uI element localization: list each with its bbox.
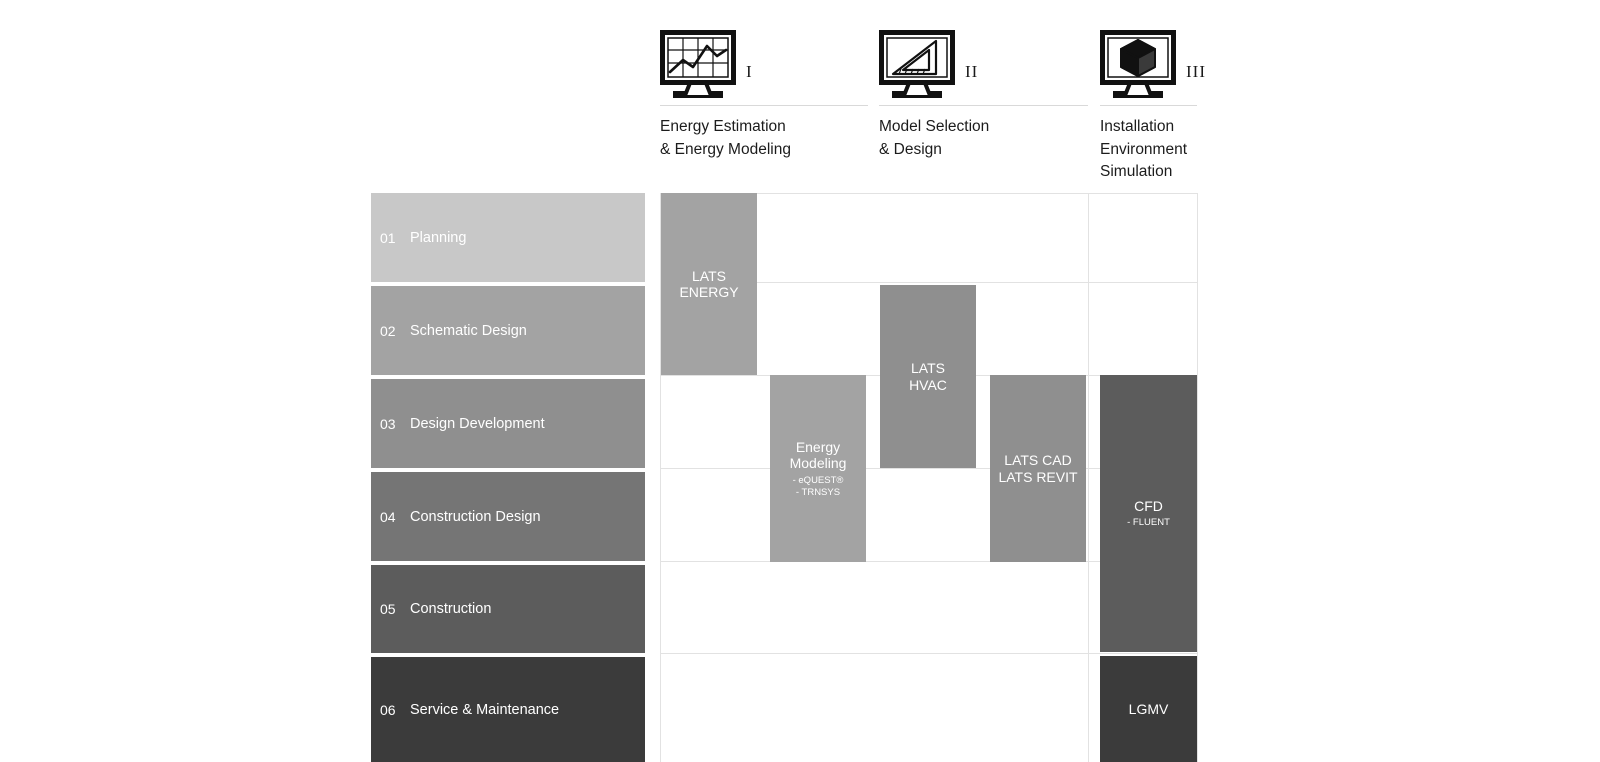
phase-number: 03 [380,415,396,432]
phase-row-04[interactable]: 04 Construction Design [371,472,645,561]
grid-horizontal-line [660,468,1197,469]
phase-number: 01 [380,229,396,246]
tool-block-title: LGMV [1128,700,1169,717]
phase-name: Planning [410,229,467,246]
monitor-chart-icon [660,30,736,98]
tool-block-title: Energy Modeling [789,438,847,472]
header-column-1: I [660,28,753,98]
phase-row-05[interactable]: 05 Construction [371,565,645,653]
header-roman-numeral: II [965,62,979,81]
header-column-label: Energy Estimation & Energy Modeling [660,118,791,158]
header-divider-rule [660,105,868,106]
grid-vertical-line [1088,193,1089,762]
header-icon-row: III [1100,28,1206,98]
tool-block-cfd[interactable]: CFD - FLUENT [1100,375,1197,652]
tool-block-lgmv[interactable]: LGMV [1100,656,1197,762]
grid-horizontal-line [660,193,1197,194]
tool-block-title: CFD [1134,497,1163,514]
phase-row-06[interactable]: 06 Service & Maintenance [371,657,645,762]
tool-block-lats-hvac[interactable]: LATS HVAC [880,285,976,468]
phase-number: 02 [380,322,396,339]
tool-block-subtitle: - eQUEST® - TRNSYS [792,474,844,498]
header-divider-rule [1100,105,1197,106]
header-column-label: Installation Environment Simulation [1100,118,1188,180]
phase-row-02[interactable]: 02 Schematic Design [371,286,645,375]
phase-name: Service & Maintenance [410,701,560,718]
tool-block-title: LATS CAD LATS REVIT [998,452,1078,485]
phase-number: 05 [380,601,396,617]
header-icon-row: I [660,28,753,98]
phase-name: Construction [410,601,492,617]
grid-horizontal-line [660,561,1197,562]
phase-number: 04 [380,508,396,525]
phase-number: 06 [380,701,396,718]
tool-block-energy-modeling[interactable]: Energy Modeling- eQUEST® - TRNSYS [770,375,866,562]
phase-name: Schematic Design [410,322,527,339]
grid-horizontal-line [660,653,1197,654]
grid-horizontal-line [660,282,1197,283]
tool-block-subtitle: - FLUENT [1127,517,1170,529]
header-roman-numeral: III [1186,62,1206,81]
tool-block-lats-energy[interactable]: LATS ENERGY [661,193,757,375]
header-icon-row: II [879,28,978,98]
phase-row-01[interactable]: 01 Planning [371,193,645,282]
grid-vertical-line [1197,193,1198,762]
tool-block-title: LATS HVAC [909,360,947,393]
phase-name: Construction Design [410,508,541,525]
monitor-triangle-ruler-icon [879,30,955,98]
tool-block-lats-cad-revit[interactable]: LATS CAD LATS REVIT [990,375,1086,562]
header-divider-rule [879,105,1088,106]
header-roman-numeral: I [746,62,753,81]
header-column-2: II [879,28,978,98]
phase-name: Design Development [410,415,545,432]
grid-vertical-line [660,193,661,762]
phase-row-03[interactable]: 03 Design Development [371,379,645,468]
monitor-cube-icon [1100,30,1176,98]
header-column-label: Model Selection & Design [879,118,990,158]
tool-block-title: LATS ENERGY [679,267,739,301]
header-column-3: III [1100,28,1206,98]
